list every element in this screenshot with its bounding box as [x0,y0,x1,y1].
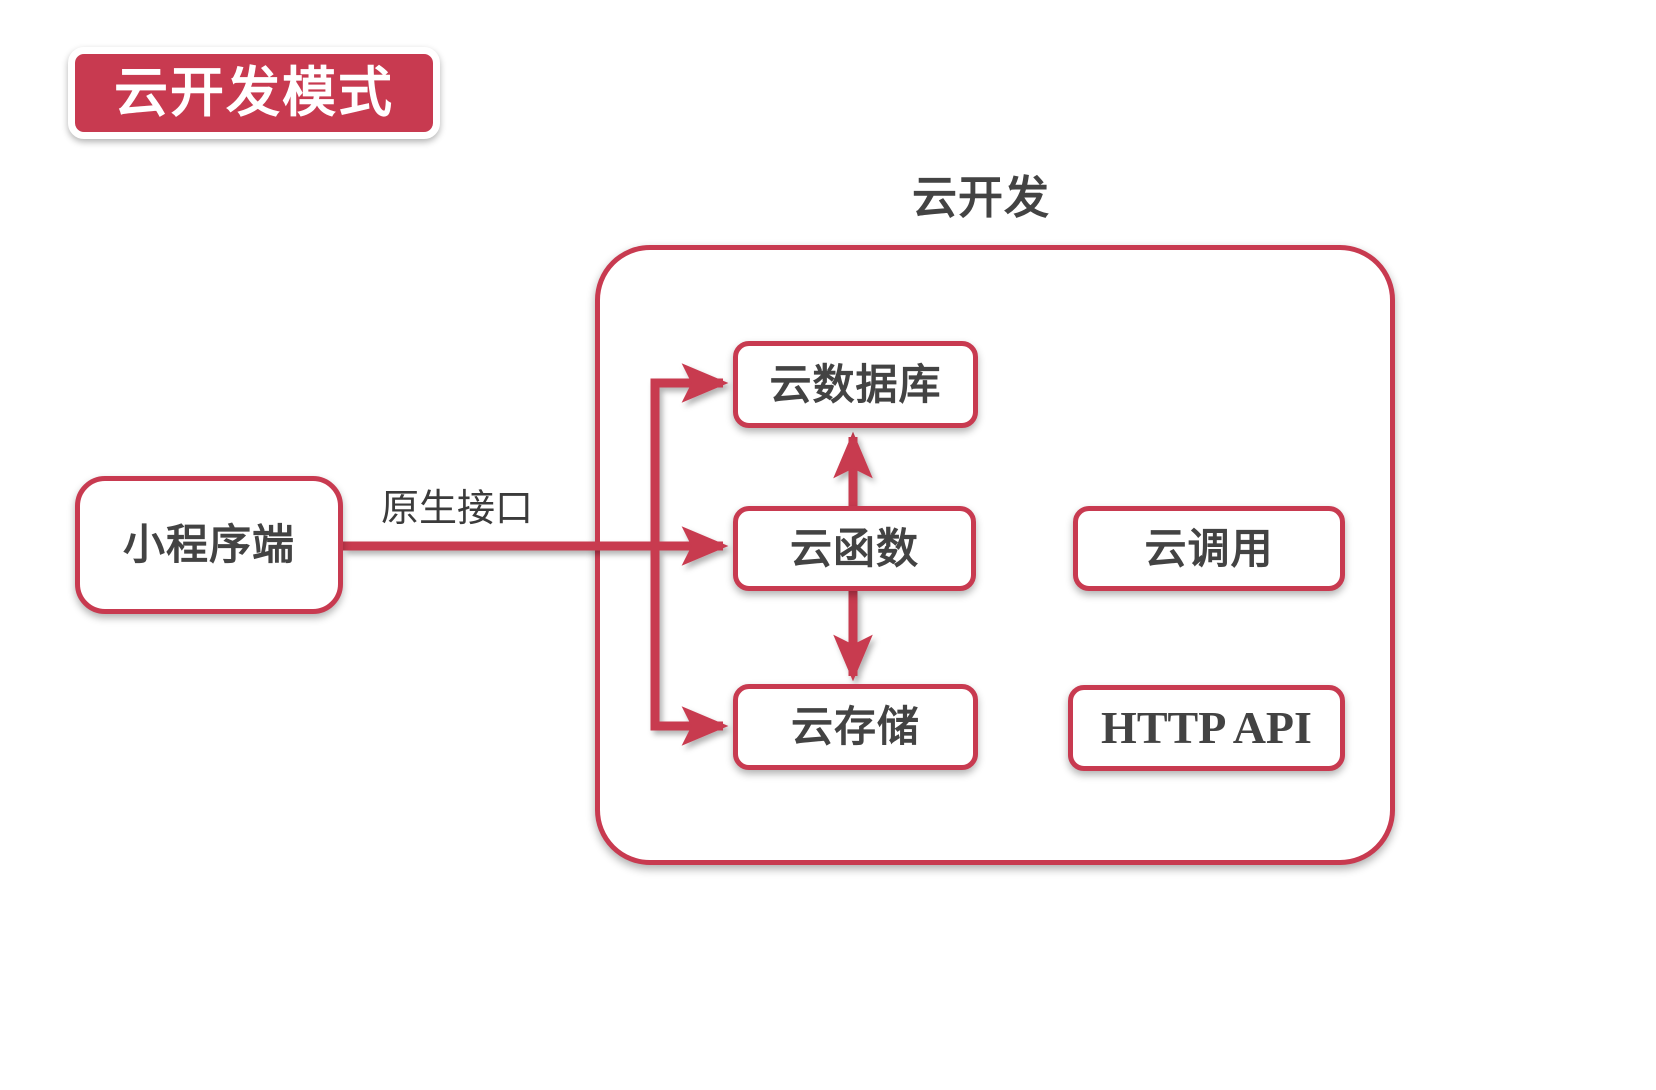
node-cloud-database-label: 云数据库 [769,360,942,408]
title-badge: 云开发模式 [68,47,440,139]
node-mini-program-client-label: 小程序端 [122,521,295,568]
node-cloud-function[interactable]: 云函数 [733,506,976,591]
node-http-api-label: HTTP API [1101,702,1312,753]
title-badge-label: 云开发模式 [114,63,394,123]
node-cloud-invoke[interactable]: 云调用 [1073,506,1345,591]
cloud-container-heading: 云开发 [912,172,1051,223]
node-mini-program-client[interactable]: 小程序端 [75,476,343,614]
node-http-api[interactable]: HTTP API [1068,685,1345,771]
node-cloud-database[interactable]: 云数据库 [733,341,978,428]
node-cloud-invoke-label: 云调用 [1144,524,1274,572]
node-cloud-function-label: 云函数 [789,524,919,572]
node-cloud-storage-label: 云存储 [790,703,920,750]
node-cloud-storage[interactable]: 云存储 [733,684,978,770]
edge-label-native-interface: 原生接口 [381,488,534,530]
